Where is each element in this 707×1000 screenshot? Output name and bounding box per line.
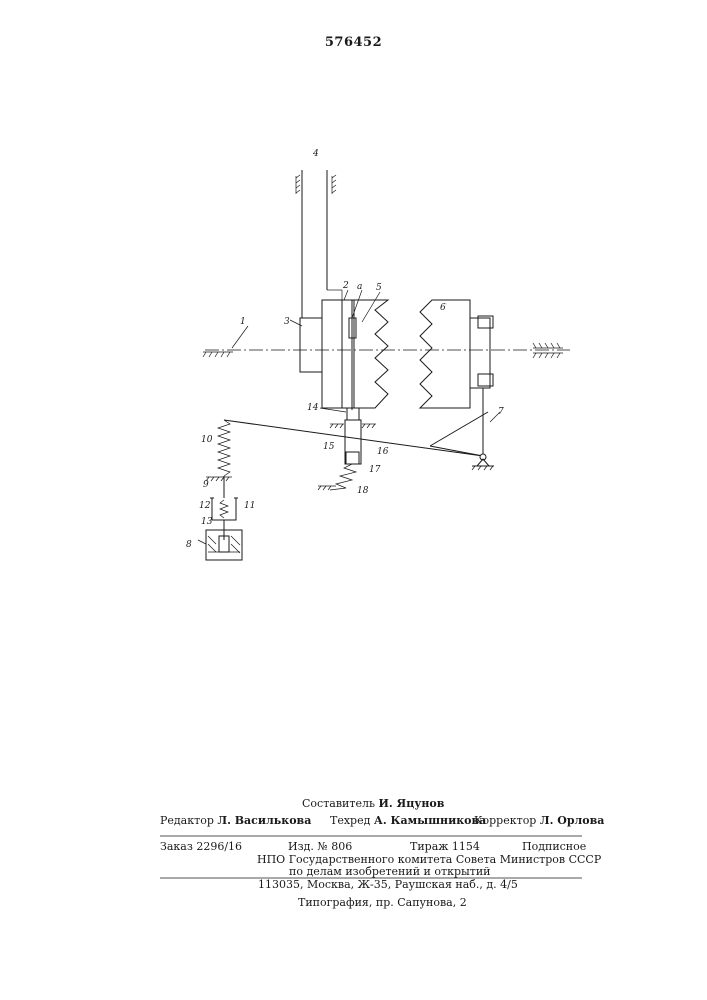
- label-17: 17: [369, 465, 381, 475]
- label-10: 10: [201, 435, 213, 445]
- clutch-half-5: [354, 300, 388, 408]
- plunger-14: [347, 408, 359, 420]
- label-5: 5: [376, 283, 382, 293]
- label-a: a: [357, 282, 362, 292]
- clutch-half-6: [420, 300, 470, 408]
- spring-10: [218, 420, 230, 476]
- label-2: 2: [342, 281, 349, 291]
- left-bearing: [203, 352, 233, 357]
- label-6: 6: [440, 303, 446, 313]
- label-9: 9: [203, 480, 209, 490]
- hub-3: [300, 318, 322, 372]
- label-11: 11: [244, 501, 255, 511]
- label-15: 15: [323, 442, 335, 452]
- stop-17: [346, 452, 359, 464]
- label-18: 18: [357, 486, 369, 496]
- lever-7: [224, 412, 488, 456]
- editor-line: Редактор Л. Василькова: [160, 814, 311, 827]
- label-3: 3: [284, 317, 290, 327]
- guide-16: [330, 424, 376, 428]
- order-number: Заказ 2296/16: [160, 840, 242, 853]
- label-8: 8: [186, 540, 192, 550]
- label-13: 13: [201, 517, 213, 527]
- edition-number: Изд. № 806: [288, 840, 352, 853]
- org-line-2: по делам изобретений и открытий: [289, 865, 491, 878]
- pivot-7: [472, 454, 494, 470]
- label-1: 1: [240, 317, 246, 327]
- compiler-line: Составитель И. Яцунов: [302, 797, 444, 810]
- address: 113035, Москва, Ж-35, Раушская наб., д. …: [258, 878, 518, 891]
- damper-12: [212, 498, 236, 520]
- printing-house: Типография, пр. Сапунова, 2: [298, 896, 467, 909]
- techred-line: Техред А. Камышникова: [330, 814, 486, 827]
- label-4: 4: [312, 149, 319, 159]
- bracket-bottom: [478, 374, 493, 386]
- label-16: 16: [377, 447, 389, 457]
- spring-11: [220, 500, 228, 518]
- right-bearing: [533, 343, 563, 358]
- disk-2: [322, 300, 342, 408]
- subscription: Подписное: [522, 840, 586, 853]
- label-7: 7: [498, 407, 504, 417]
- corrector-line: Корректор Л. Орлова: [474, 814, 604, 827]
- label-14: 14: [307, 403, 319, 413]
- ground-10: [206, 477, 232, 481]
- rod-4: [302, 170, 327, 318]
- circulation: Тираж 1154: [410, 840, 480, 853]
- label-12: 12: [199, 501, 211, 511]
